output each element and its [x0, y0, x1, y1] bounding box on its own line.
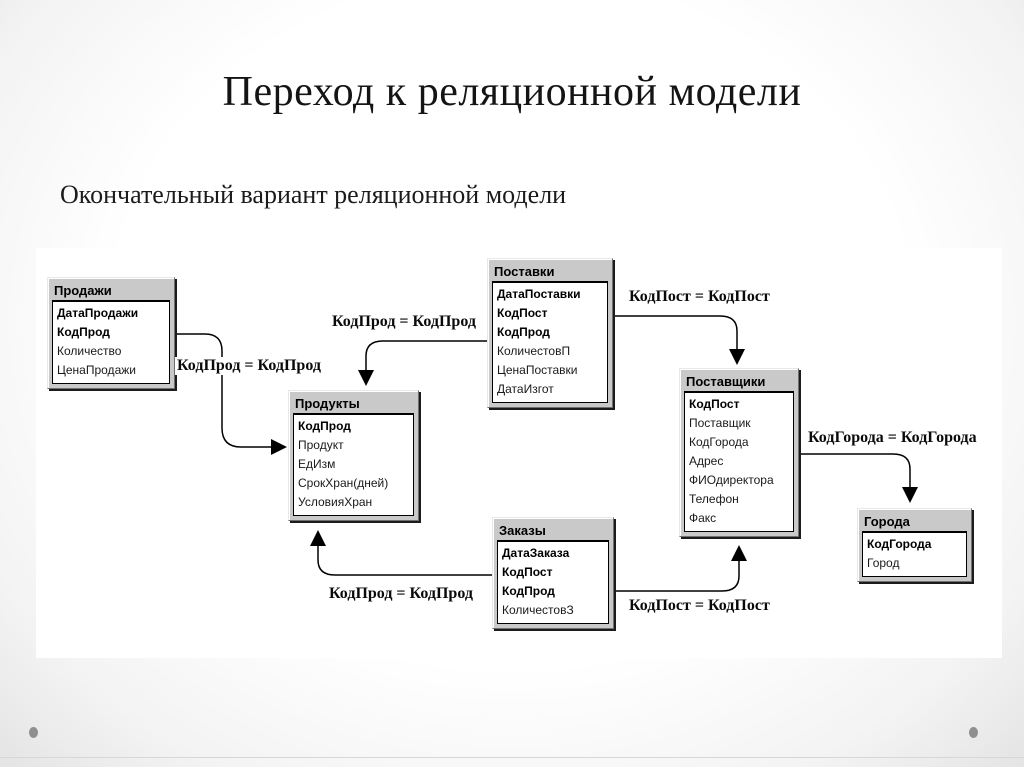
join-label-supplies-suppliers: КодПост = КодПост — [627, 288, 772, 306]
table-field: КоличестовЗ — [502, 603, 574, 617]
table-field: Поставщик — [689, 416, 751, 430]
footer-bullet-right — [969, 727, 978, 738]
table-field: ЦенаПоставки — [497, 363, 578, 377]
table-products: Продукты КодПрод Продукт ЕдИзм СрокХран(… — [288, 390, 419, 521]
table-cities: Города КодГорода Город — [857, 508, 972, 582]
table-field: КодПрод — [57, 325, 110, 339]
table-field: ФИОдиректора — [689, 473, 774, 487]
table-field: Адрес — [689, 454, 724, 468]
table-field: ЕдИзм — [298, 457, 336, 471]
table-field: ДатаИзгот — [497, 382, 554, 396]
table-field: КодПрод — [502, 584, 555, 598]
table-field: Факс — [689, 511, 717, 525]
table-field: КодПост — [502, 565, 553, 579]
table-field: КодПрод — [298, 419, 351, 433]
table-field: Город — [867, 556, 900, 570]
table-title: Заказы — [499, 523, 546, 538]
table-field: Продукт — [298, 438, 344, 452]
join-label-supplies-products: КодПрод = КодПрод — [330, 313, 478, 331]
table-field: КодПрод — [497, 325, 550, 339]
table-sales: Продажи ДатаПродажи КодПрод Количество Ц… — [47, 277, 175, 389]
join-label-orders-suppliers: КодПост = КодПост — [627, 597, 772, 615]
table-field: СрокХран(дней) — [298, 476, 389, 490]
page-subtitle: Окончательный вариант реляционной модели — [60, 180, 567, 209]
table-field: ДатаПродажи — [57, 306, 139, 320]
table-title: Продукты — [295, 396, 360, 411]
slide-footer-divider — [0, 757, 1024, 758]
table-field: УсловияХран — [298, 495, 373, 509]
join-label-orders-products: КодПрод = КодПрод — [327, 585, 475, 603]
table-title: Поставки — [494, 264, 555, 279]
table-orders: Заказы ДатаЗаказа КодПост КодПрод Количе… — [492, 517, 614, 629]
table-field: КодГорода — [689, 435, 749, 449]
table-field: КодГорода — [867, 537, 932, 551]
table-field: КоличестовП — [497, 344, 571, 358]
table-title: Продажи — [54, 283, 112, 298]
table-field: ДатаЗаказа — [502, 546, 570, 560]
table-field: КодПост — [497, 306, 548, 320]
table-supplies: Поставки ДатаПоставки КодПост КодПрод Ко… — [487, 258, 613, 408]
table-title: Города — [864, 514, 910, 529]
table-field: КодПост — [689, 397, 740, 411]
table-field: ЦенаПродажи — [57, 363, 136, 377]
join-label-sales-products: КодПрод = КодПрод — [175, 357, 323, 375]
join-label-suppliers-cities: КодГорода = КодГорода — [806, 429, 979, 447]
table-title: Поставщики — [686, 374, 766, 389]
table-field: ДатаПоставки — [497, 287, 581, 301]
footer-bullet-left — [29, 727, 38, 738]
table-suppliers: Поставщики КодПост Поставщик КодГорода А… — [679, 368, 799, 537]
table-field: Количество — [57, 344, 122, 358]
page-title: Переход к реляционной модели — [222, 69, 802, 115]
table-field: Телефон — [689, 492, 739, 506]
